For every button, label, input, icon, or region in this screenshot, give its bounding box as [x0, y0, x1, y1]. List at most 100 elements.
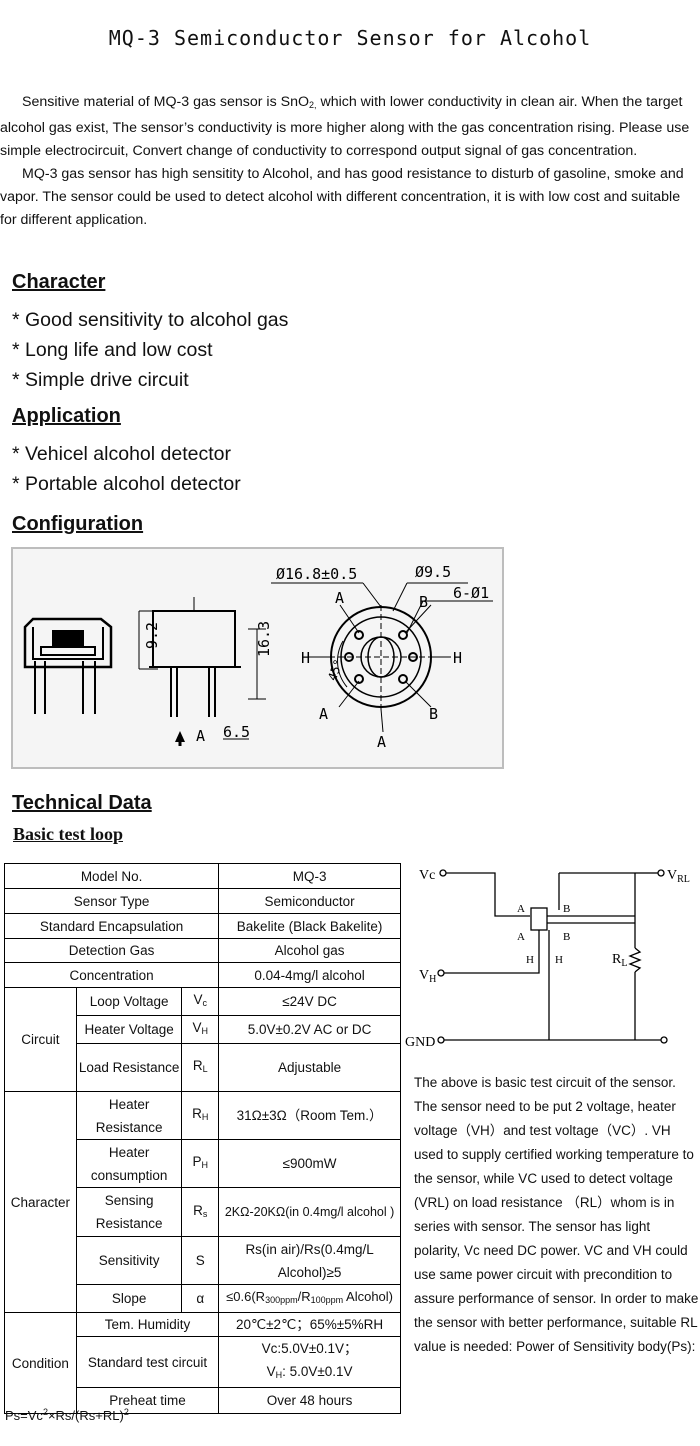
cell-label: Sensitivity [75, 1236, 183, 1285]
cell-label: Loop Voltage [75, 987, 183, 1016]
page-title: MQ-3 Semiconductor Sensor for Alcohol [108, 26, 592, 50]
table-row: Character Heater Resistance RH 31Ω±3Ω（Ro… [4, 1091, 401, 1313]
pin-label: B [563, 931, 570, 943]
group-label: Character [4, 1091, 77, 1313]
cell-label: Preheat time [75, 1387, 220, 1414]
list-item: * Good sensitivity to alcohol gas [12, 309, 289, 331]
cell-value: ≤0.6(R300ppm/R100ppm Alcohol) [218, 1284, 401, 1313]
circuit-description: The above is basic test circuit of the s… [414, 1075, 699, 1354]
gnd-label: GND [405, 1035, 435, 1050]
cell-label: Heater Resistance [75, 1091, 183, 1140]
cell-label: Load Resistance [75, 1043, 183, 1092]
pin-label: A [335, 589, 344, 607]
cell-symbol: RH [181, 1091, 220, 1140]
test-circuit-diagram: Vc VRL VH GND A B A B H H RL [405, 860, 700, 1060]
table-row: Circuit Loop Voltage Vc ≤24V DC [4, 987, 401, 1092]
cell-value: Adjustable [218, 1043, 401, 1092]
pin-label: A [377, 733, 386, 751]
table-row: Heater Voltage VH 5.0V±0.2V AC or DC [5, 1015, 401, 1044]
cell-value: 31Ω±3Ω（Room Tem.） [218, 1091, 401, 1140]
technical-heading: Technical Data [12, 792, 152, 814]
cell-value: Bakelite (Black Bakelite) [218, 913, 401, 939]
dim-label: 6.5 [223, 723, 250, 741]
dim-label: 6-Ø1 [453, 584, 489, 602]
dim-label: 9.2 [143, 622, 161, 649]
cross-section-drawing [23, 617, 113, 714]
list-item: * Long life and low cost [12, 339, 213, 361]
intro-text: Sensitive material of MQ-3 gas sensor is… [0, 91, 700, 232]
table-row: Model No.MQ-3 [3, 863, 401, 889]
table-row: Sensing Resistance Rs 2KΩ-20KΩ(in 0.4mg/… [5, 1187, 401, 1237]
pin-label: H [555, 954, 563, 966]
intro-paragraph-1: Sensitive material of MQ-3 gas sensor is… [0, 94, 690, 159]
cell-value: 5.0V±0.2V AC or DC [218, 1015, 401, 1044]
cell-symbol: S [181, 1236, 220, 1285]
cell-label: Model No. [3, 863, 220, 889]
table-row: Preheat time Over 48 hours [5, 1387, 401, 1414]
cell-label: Heater consumption [75, 1139, 183, 1188]
character-heading: Character [12, 271, 106, 293]
cell-symbol: Rs [181, 1187, 220, 1237]
pin-label: B [419, 593, 428, 611]
application-list: * Vehicel alcohol detector * Portable al… [12, 439, 241, 499]
character-list: * Good sensitivity to alcohol gas * Long… [12, 305, 288, 395]
cell-value: 20℃±2℃；65%±5%RH [218, 1312, 401, 1337]
arrow-label: A [196, 727, 205, 745]
dim-label: Ø16.8±0.5 [276, 565, 357, 583]
dim-label: Ø9.5 [415, 563, 451, 581]
pin-label: H [453, 649, 462, 667]
cell-value: Vc:5.0V±0.1V；VH: 5.0V±0.1V [218, 1336, 401, 1388]
cell-symbol: RL [181, 1043, 220, 1092]
cell-label: Slope [75, 1284, 183, 1313]
cell-value: Rs(in air)/Rs(0.4mg/L Alcohol)≥5 [218, 1236, 401, 1285]
table-row: Standard test circuit Vc:5.0V±0.1V；VH: 5… [5, 1336, 401, 1388]
cell-label: Standard Encapsulation [3, 913, 220, 939]
table-row: Heater consumption PH ≤900mW [5, 1139, 401, 1188]
cell-symbol: α [181, 1284, 220, 1313]
application-heading: Application [12, 405, 121, 427]
cell-value: 2KΩ-20KΩ(in 0.4mg/l alcohol ) [218, 1187, 401, 1237]
table-row: Sensitivity S Rs(in air)/Rs(0.4mg/L Alco… [5, 1236, 401, 1285]
cell-value: ≤24V DC [218, 987, 401, 1016]
top-view-drawing [271, 582, 493, 733]
dim-label: 16.3 [255, 621, 273, 657]
list-item: * Simple drive circuit [12, 369, 189, 391]
cell-label: Detection Gas [3, 938, 220, 963]
vrl-label: VRL [667, 868, 690, 885]
cell-value: MQ-3 [218, 863, 401, 889]
pin-label: H [301, 649, 310, 667]
power-formula: Ps=Vc2×Rs/(Rs+RL)2 [5, 1407, 129, 1423]
cell-value: Alcohol gas [218, 938, 401, 963]
cell-label: Tem. Humidity [75, 1312, 220, 1337]
cell-symbol: VH [181, 1015, 220, 1044]
cell-value: Over 48 hours [218, 1387, 401, 1414]
cell-symbol: Vc [181, 987, 220, 1016]
pin-label: A [517, 903, 525, 915]
pin-label: H [526, 954, 534, 966]
pin-label: A [517, 931, 525, 943]
table-row: Condition Tem. Humidity 20℃±2℃；65%±5%RH [4, 1312, 401, 1414]
group-label: Condition [4, 1312, 77, 1414]
list-item: * Portable alcohol detector [12, 473, 241, 495]
configuration-heading: Configuration [12, 513, 144, 535]
intro-paragraph-2: MQ-3 gas sensor has high sensitity to Al… [0, 166, 684, 228]
side-view-drawing [138, 597, 266, 746]
test-loop-heading: Basic test loop [13, 824, 123, 844]
cell-value: Semiconductor [218, 888, 401, 914]
list-item: * Vehicel alcohol detector [12, 443, 231, 465]
rl-label: RL [612, 952, 627, 969]
vh-label: VH [419, 968, 436, 985]
cell-label: Sensing Resistance [75, 1187, 183, 1237]
configuration-drawing: 9.2 16.3 6.5 A Ø16.8±0.5 Ø9.5 6-Ø1 A B H… [11, 547, 504, 769]
angle-label: 45° [325, 657, 346, 682]
cell-label: Sensor Type [3, 888, 220, 914]
vc-label: Vc [419, 868, 435, 883]
pin-label: B [429, 705, 438, 723]
pin-label: B [563, 903, 570, 915]
cell-label: Concentration [3, 962, 220, 988]
